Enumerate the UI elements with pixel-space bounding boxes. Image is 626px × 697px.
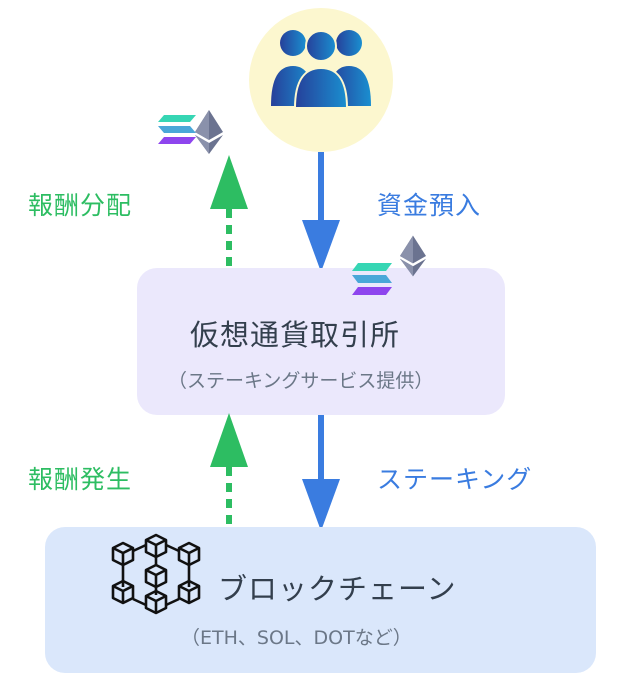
edge-label-reward-distribution: 報酬分配	[28, 191, 133, 220]
edge-label-staking: ステーキング	[377, 465, 533, 494]
blockchain-subtitle: （ETH、SOL、DOTなど）	[181, 627, 412, 649]
exchange-node	[137, 268, 505, 415]
deposit-arrow	[302, 152, 340, 272]
blockchain-title: ブロックチェーン	[218, 572, 457, 606]
users-group-icon	[271, 30, 371, 109]
solana-icon	[352, 263, 392, 295]
edge-label-deposit: 資金預入	[377, 191, 482, 220]
exchange-title: 仮想通貨取引所	[190, 318, 401, 352]
users-node	[249, 8, 393, 152]
exchange-subtitle: （ステーキングサービス提供）	[168, 370, 434, 392]
reward-generation-arrow	[210, 413, 248, 528]
ethereum-icon	[400, 235, 426, 277]
reward-distribution-arrow	[210, 155, 248, 270]
ethereum-icon	[195, 110, 223, 154]
staking-arrow	[302, 415, 340, 531]
solana-icon	[158, 115, 196, 144]
blockchain-network-icon	[111, 533, 201, 615]
edge-label-reward-generation: 報酬発生	[28, 465, 133, 494]
